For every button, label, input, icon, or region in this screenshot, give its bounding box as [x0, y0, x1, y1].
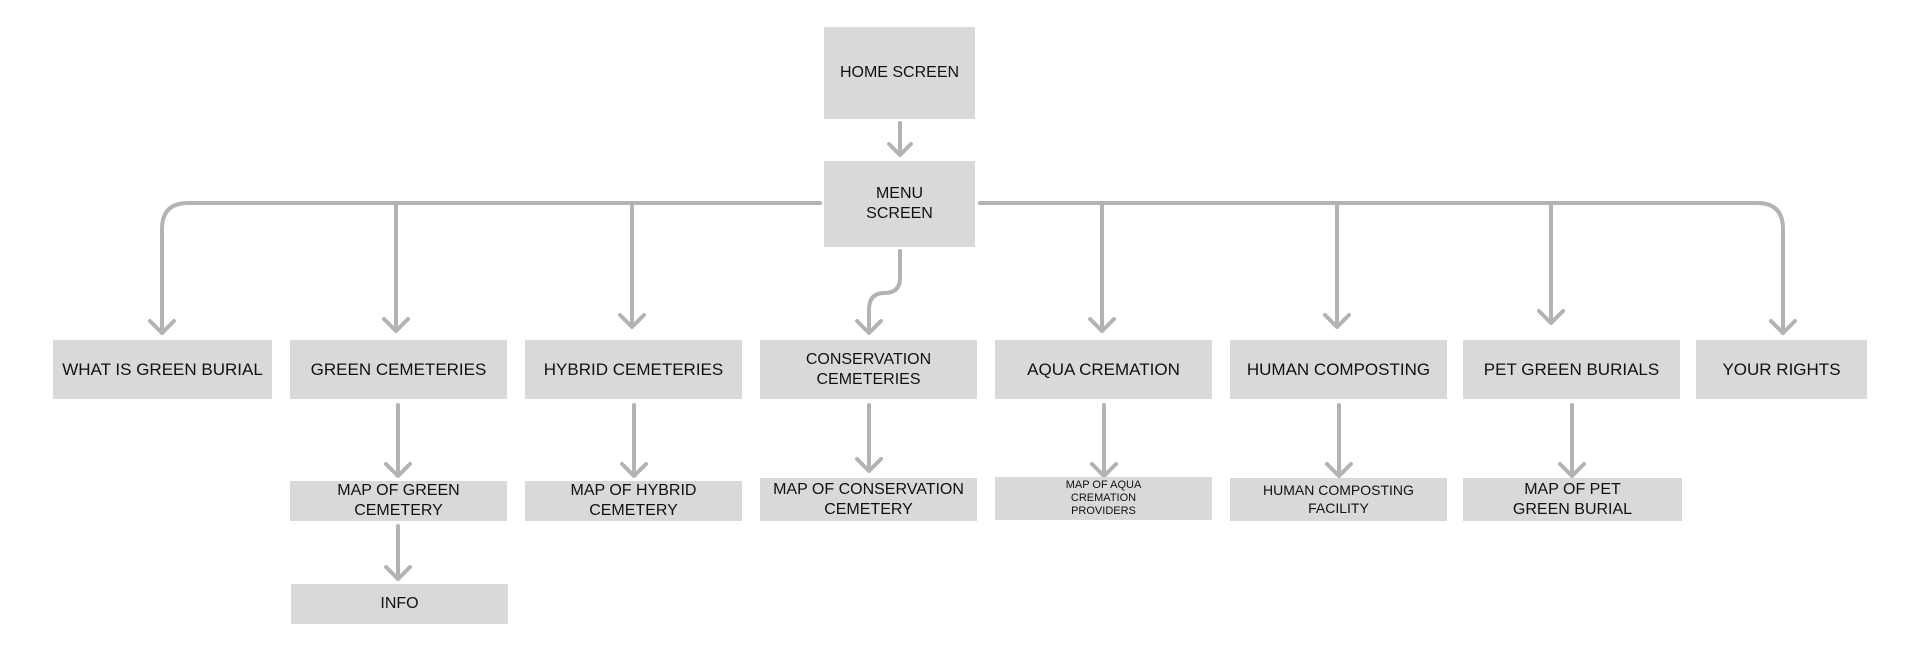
arrow-to-map-green-cemetery: [384, 403, 412, 478]
branch-line-left: [160, 201, 822, 335]
node-what-is-green-burial: WHAT IS GREEN BURIAL: [53, 340, 272, 399]
arrow-to-aqua-cremation: [1088, 201, 1116, 333]
arrow-to-map-aqua-cremation: [1090, 403, 1118, 478]
branch-line-right: [978, 201, 1785, 335]
node-human-composting: HUMAN COMPOSTING: [1230, 340, 1447, 399]
node-label: INFO: [380, 595, 419, 612]
arrow-to-map-pet-green-burial: [1558, 403, 1586, 478]
node-label: GREEN CEMETERIES: [310, 359, 487, 379]
node-label: WHAT IS GREEN BURIAL: [62, 359, 263, 379]
node-info: INFO: [291, 584, 508, 624]
node-label: PET GREEN BURIALS: [1483, 359, 1660, 379]
arrow-to-info: [384, 524, 412, 581]
arrow-to-conservation-cemeteries: [855, 249, 902, 335]
node-label: AQUA CREMATION: [1027, 359, 1180, 379]
arrow-to-hybrid-cemeteries: [618, 201, 646, 329]
node-green-cemeteries: GREEN CEMETERIES: [290, 340, 507, 399]
node-label: MAP OF GREEN CEMETERY: [337, 482, 460, 519]
node-aqua-cremation: AQUA CREMATION: [995, 340, 1212, 399]
node-label: HUMAN COMPOSTING: [1246, 359, 1431, 379]
arrow-to-your-rights: [1769, 319, 1797, 335]
node-your-rights: YOUR RIGHTS: [1696, 340, 1867, 399]
arrow-to-human-composting: [1323, 201, 1351, 329]
arrow-to-map-conservation-cemetery: [855, 403, 883, 473]
arrow-to-human-composting-facility: [1325, 403, 1353, 478]
node-label: CONSERVATION CEMETERIES: [805, 350, 932, 388]
node-label: MAP OF HYBRID CEMETERY: [570, 482, 697, 519]
node-map-of-hybrid-cemetery: MAP OF HYBRID CEMETERY: [525, 481, 742, 521]
node-label: YOUR RIGHTS: [1722, 359, 1841, 379]
node-conservation-cemeteries: CONSERVATION CEMETERIES: [760, 340, 977, 399]
node-pet-green-burials: PET GREEN BURIALS: [1463, 340, 1680, 399]
node-label: HYBRID CEMETERIES: [543, 359, 724, 379]
node-label: MAP OF AQUA CREMATION PROVIDERS: [1065, 478, 1142, 518]
node-hybrid-cemeteries: HYBRID CEMETERIES: [525, 340, 742, 399]
arrow-to-map-hybrid-cemetery: [620, 403, 648, 478]
arrow-home-to-menu: [887, 121, 913, 157]
node-label: MAP OF CONSERVATION CEMETERY: [773, 480, 964, 518]
node-label: HOME SCREEN: [839, 64, 960, 81]
node-home-screen: HOME SCREEN: [824, 27, 975, 119]
node-map-of-pet-green-burial: MAP OF PET GREEN BURIAL: [1463, 478, 1682, 521]
arrow-to-green-cemeteries: [382, 201, 410, 333]
node-map-of-aqua-cremation-providers: MAP OF AQUA CREMATION PROVIDERS: [995, 477, 1212, 520]
node-map-of-conservation-cemetery: MAP OF CONSERVATION CEMETERY: [760, 478, 977, 521]
node-human-composting-facility: HUMAN COMPOSTING FACILITY: [1230, 478, 1447, 521]
node-label: HUMAN COMPOSTING FACILITY: [1263, 482, 1414, 516]
arrow-to-what-is-green-burial: [148, 319, 176, 335]
node-label: MAP OF PET GREEN BURIAL: [1512, 480, 1633, 518]
arrow-to-pet-green-burials: [1537, 201, 1565, 325]
node-menu-screen: MENU SCREEN: [824, 161, 975, 247]
node-label: MENU SCREEN: [866, 185, 933, 222]
node-map-of-green-cemetery: MAP OF GREEN CEMETERY: [290, 481, 507, 521]
